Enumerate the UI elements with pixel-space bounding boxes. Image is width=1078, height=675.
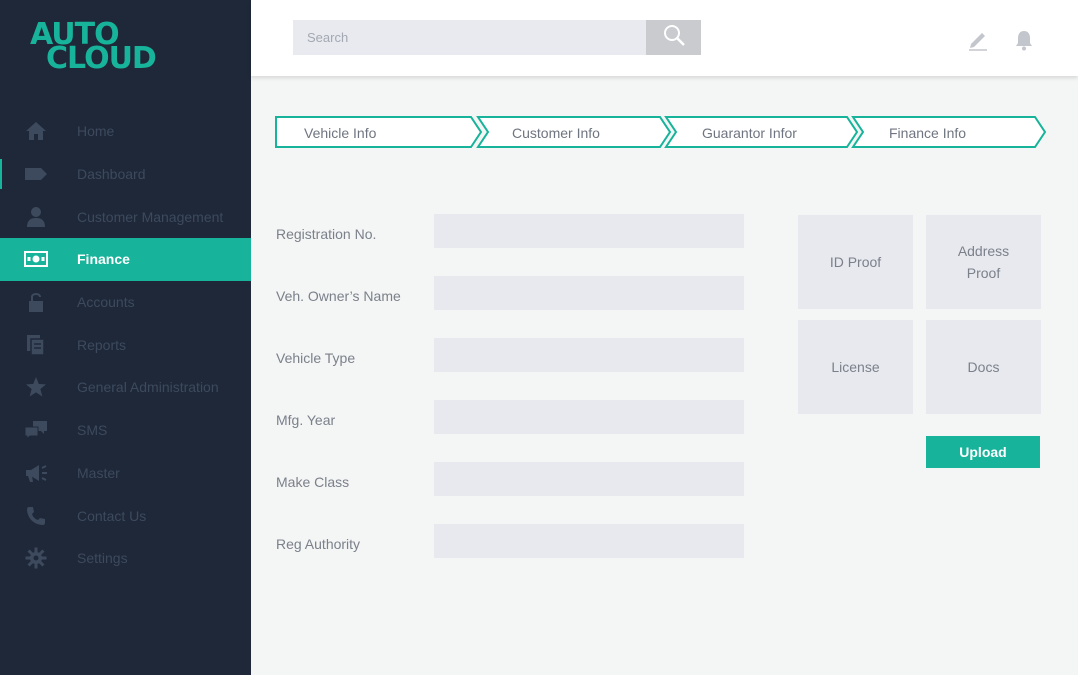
sidebar-item-label: Home	[77, 123, 115, 140]
bell-icon	[1014, 29, 1034, 56]
id-proof-label: ID Proof	[829, 254, 882, 270]
registration-no-field[interactable]	[434, 214, 744, 248]
user-icon	[24, 205, 48, 229]
sidebar-item-general-administration[interactable]: General Administration	[0, 366, 251, 409]
sidebar-item-contact-us[interactable]: Contact Us	[0, 494, 251, 537]
mfg-year-field[interactable]	[434, 400, 744, 434]
owner-name-field[interactable]	[434, 276, 744, 310]
step-chevron-3	[664, 116, 859, 148]
step-chevron-2	[476, 116, 672, 148]
sidebar-item-label: Dashboard	[77, 166, 146, 183]
document-icon	[24, 333, 48, 357]
sidebar-item-customer-management[interactable]: Customer Management	[0, 195, 251, 238]
step-guarantor-info[interactable]: Guarantor Infor	[702, 125, 797, 141]
address-proof-box[interactable]: Address Proof	[926, 215, 1041, 309]
address-proof-label: Address Proof	[958, 240, 1009, 284]
lock-icon	[24, 290, 48, 314]
docs-label: Docs	[967, 359, 1000, 375]
step-chevron-1	[275, 116, 483, 148]
sidebar-item-sms[interactable]: SMS	[0, 409, 251, 452]
logo-line-1: AUTO	[30, 17, 120, 52]
reg-authority-field[interactable]	[434, 524, 744, 558]
sidebar-item-accounts[interactable]: Accounts	[0, 281, 251, 324]
top-header	[251, 0, 1078, 76]
license-label: License	[831, 359, 880, 375]
sidebar-item-finance[interactable]: Finance	[0, 238, 251, 281]
notifications-button[interactable]	[1012, 30, 1036, 54]
address-proof-line-2: Proof	[966, 265, 1001, 281]
step-finance-info[interactable]: Finance Info	[889, 125, 967, 141]
app-logo[interactable]: AUTO CLOUD	[30, 18, 160, 76]
id-proof-box[interactable]: ID Proof	[798, 215, 913, 309]
sidebar-item-label: Contact Us	[77, 507, 147, 524]
vehicle-type-label: Vehicle Type	[276, 350, 356, 366]
sidebar-item-label: SMS	[77, 422, 108, 439]
search-button[interactable]	[646, 20, 701, 55]
sidebar-item-label: Customer Management	[77, 208, 224, 225]
phone-icon	[24, 504, 48, 528]
sidebar-item-label: General Administration	[77, 379, 219, 396]
logo-line-2: CLOUD	[46, 41, 157, 76]
mfg-year-label: Mfg. Year	[276, 412, 336, 428]
sidebar-nav: Home Dashboard Customer Management Finan…	[0, 110, 251, 580]
sidebar-item-label: Settings	[77, 550, 128, 567]
step-progress: Vehicle Info Customer Info Guarantor Inf…	[275, 115, 1050, 151]
make-class-field[interactable]	[434, 462, 744, 496]
home-icon	[24, 119, 48, 143]
sidebar-item-label: Accounts	[77, 294, 135, 311]
step-vehicle-info[interactable]: Vehicle Info	[304, 125, 377, 141]
owner-name-label: Veh. Owner’s Name	[276, 288, 401, 304]
vehicle-type-field[interactable]	[434, 338, 744, 372]
gear-icon	[24, 546, 48, 570]
step-chevrons	[275, 116, 1047, 148]
sidebar-item-label: Finance	[77, 251, 130, 268]
sidebar-item-master[interactable]: Master	[0, 452, 251, 495]
megaphone-icon	[24, 461, 48, 485]
search-icon	[663, 24, 685, 51]
step-customer-info[interactable]: Customer Info	[512, 125, 600, 141]
edit-button[interactable]	[966, 30, 990, 54]
license-box[interactable]: License	[798, 320, 913, 414]
money-icon	[24, 247, 48, 271]
star-icon	[24, 375, 48, 399]
sidebar-item-label: Master	[77, 464, 120, 481]
registration-no-label: Registration No.	[276, 226, 377, 242]
sidebar-item-settings[interactable]: Settings	[0, 537, 251, 580]
reg-authority-label: Reg Authority	[276, 536, 361, 552]
address-proof-line-1: Address	[957, 243, 1010, 259]
sidebar-item-reports[interactable]: Reports	[0, 323, 251, 366]
upload-button[interactable]: Upload	[926, 436, 1040, 468]
pencil-icon	[967, 29, 989, 56]
sidebar-item-label: Reports	[77, 336, 127, 353]
nav-marker	[0, 158, 2, 189]
chat-icon	[24, 418, 48, 442]
sidebar-item-dashboard[interactable]: Dashboard	[0, 153, 251, 196]
make-class-label: Make Class	[276, 474, 350, 490]
step-chevron-4	[851, 116, 1047, 148]
sidebar-item-home[interactable]: Home	[0, 110, 251, 153]
search-input[interactable]	[293, 20, 646, 55]
docs-box[interactable]: Docs	[926, 320, 1041, 414]
sidebar: AUTO CLOUD Home Dashboard Customer Manag…	[0, 0, 251, 675]
tag-icon	[24, 162, 48, 186]
